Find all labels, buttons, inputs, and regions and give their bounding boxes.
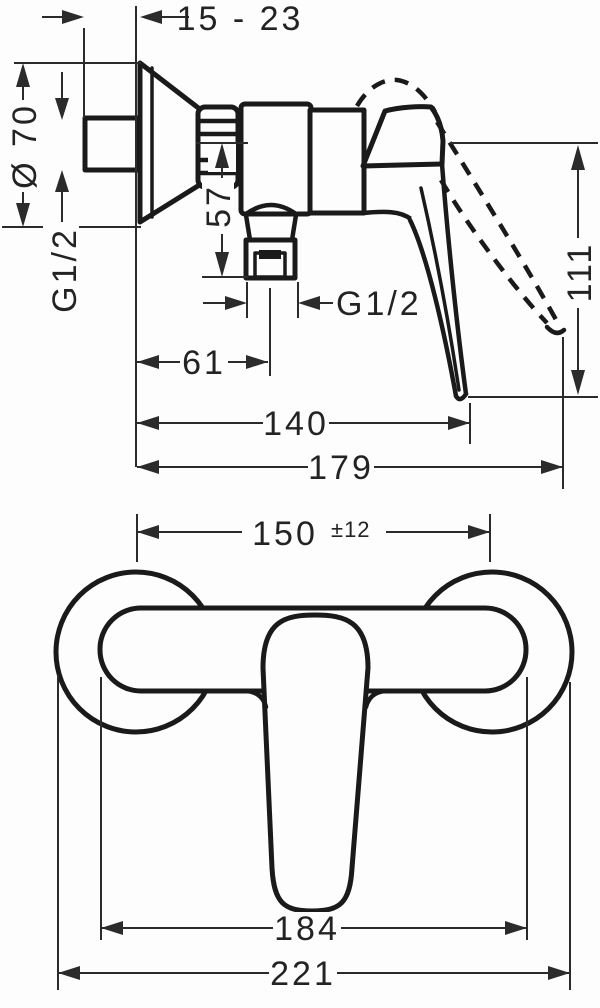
arrow-up-icon (16, 63, 30, 87)
dim-escutcheon-diameter: Ø 70 (6, 63, 44, 227)
lever-blade-tip (453, 391, 469, 402)
cartridge-housing (307, 107, 367, 216)
arrow-down-icon (55, 98, 69, 120)
lever-raised-dashed (355, 77, 567, 336)
lever-blade-inner-line (419, 186, 461, 392)
dim-wall-distance-label: 15 - 23 (177, 0, 304, 38)
dim-projection-closed: 140 (137, 405, 470, 443)
lever-blade-front-edge (439, 161, 469, 397)
lever-cap (360, 104, 446, 169)
dim-projection-closed-label: 140 (263, 405, 329, 443)
arrow-right-icon (225, 296, 247, 310)
arrow-left-icon (137, 525, 159, 539)
valve-body (238, 101, 314, 217)
arrow-left-icon (137, 416, 159, 430)
arrow-left-icon (137, 460, 159, 474)
lever-handle-front (260, 612, 371, 914)
handle-right-fillet (363, 688, 389, 710)
dim-outlet-drop: 57 (196, 142, 248, 278)
arrow-up-icon (571, 145, 585, 170)
dim-escutcheon-diameter-label: Ø 70 (6, 103, 44, 189)
arrow-left-icon (298, 296, 320, 310)
arrow-down-icon (215, 252, 229, 277)
body-bottom-edge (361, 209, 414, 222)
inlet-pipe (82, 115, 141, 173)
arrow-right-icon (62, 10, 84, 24)
arrow-right-icon (246, 355, 268, 369)
arrow-right-icon (448, 416, 470, 430)
dim-outlet-thread: G1/2 (203, 282, 422, 376)
dim-projection-open: 179 (137, 449, 563, 487)
dim-lever-drop-label: 111 (561, 242, 599, 303)
escutcheon-cone (137, 60, 204, 225)
outlet-neck (243, 212, 299, 243)
dim-connection-tolerance-label: ±12 (331, 517, 371, 542)
arrow-left-icon (137, 355, 159, 369)
side-view-product (82, 60, 567, 402)
dim-overall-width-label: 221 (270, 955, 336, 993)
arrow-right-icon (505, 921, 527, 935)
front-view-product (53, 569, 575, 914)
dim-wall-to-outlet: 61 (137, 344, 268, 382)
handle-left-fillet (243, 688, 269, 710)
arrow-up-icon (215, 143, 229, 168)
dim-wall-distance: 15 - 23 (42, 0, 304, 38)
lever-blade-back-edge (407, 217, 459, 399)
arrow-right-icon (548, 966, 570, 980)
dim-overall-width: 221 (57, 675, 571, 993)
outlet-detail (259, 250, 281, 259)
arrow-down-icon (16, 203, 30, 227)
arrow-right-icon (541, 460, 563, 474)
dim-connection-distance: 150 ±12 (136, 513, 491, 562)
dim-body-width: 184 (100, 677, 528, 948)
dim-body-width-label: 184 (274, 910, 340, 948)
dim-connection-distance-label: 150 (252, 515, 318, 553)
outlet-dome (243, 202, 299, 217)
dim-projection-open-label: 179 (308, 449, 374, 487)
arrow-up-icon (55, 170, 69, 192)
lever-blade-fill (410, 164, 466, 400)
arrow-left-icon (101, 921, 123, 935)
side-view-dimensions: 15 - 23 Ø 70 G1/2 57 (2, 0, 599, 489)
dim-inlet-thread: G1/2 (46, 72, 84, 313)
dim-outlet-drop-label: 57 (200, 184, 238, 228)
arrow-left-icon (140, 10, 162, 24)
front-view-dimensions: 150 ±12 184 221 (57, 513, 571, 993)
dim-inlet-thread-label: G1/2 (46, 227, 84, 313)
arrow-right-icon (468, 525, 490, 539)
dim-lever-drop: 111 (561, 145, 599, 395)
dim-outlet-thread-label: G1/2 (336, 285, 422, 323)
arrow-left-icon (58, 966, 80, 980)
arrow-down-icon (571, 370, 585, 395)
dim-wall-to-outlet-label: 61 (182, 344, 226, 382)
